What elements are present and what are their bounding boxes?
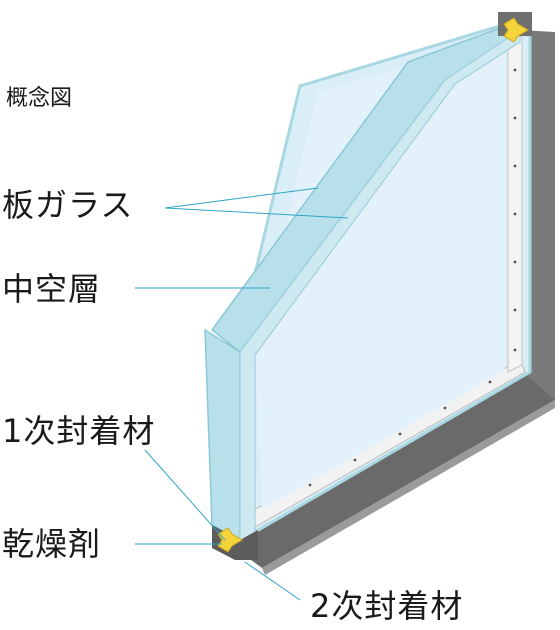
label-primary-sealant: 1次封着材 — [2, 412, 156, 450]
spacer-perforations — [308, 68, 517, 487]
desiccant-arrow-top — [503, 17, 529, 43]
leader-lines — [135, 187, 349, 601]
leader-secondary-sealant — [244, 561, 301, 601]
leader-glass-inner — [164, 207, 349, 219]
label-desiccant: 乾燥剤 — [2, 525, 102, 563]
label-glass: 板ガラス — [2, 186, 134, 224]
front-glass-face — [255, 38, 505, 510]
secondary-sealant-bottom-face — [262, 400, 555, 575]
front-glass-edge-left — [204, 328, 241, 542]
secondary-sealant-frame — [235, 370, 555, 568]
label-air-layer: 中空層 — [2, 270, 102, 308]
spacer-right — [507, 35, 523, 373]
label-secondary-sealant: 2次封着材 — [310, 587, 464, 625]
desiccant-arrow-bottom — [217, 527, 243, 553]
leader-glass-outer — [164, 187, 319, 209]
leader-primary-sealant — [144, 449, 226, 541]
diagram-caption: 概念図 — [6, 86, 73, 111]
